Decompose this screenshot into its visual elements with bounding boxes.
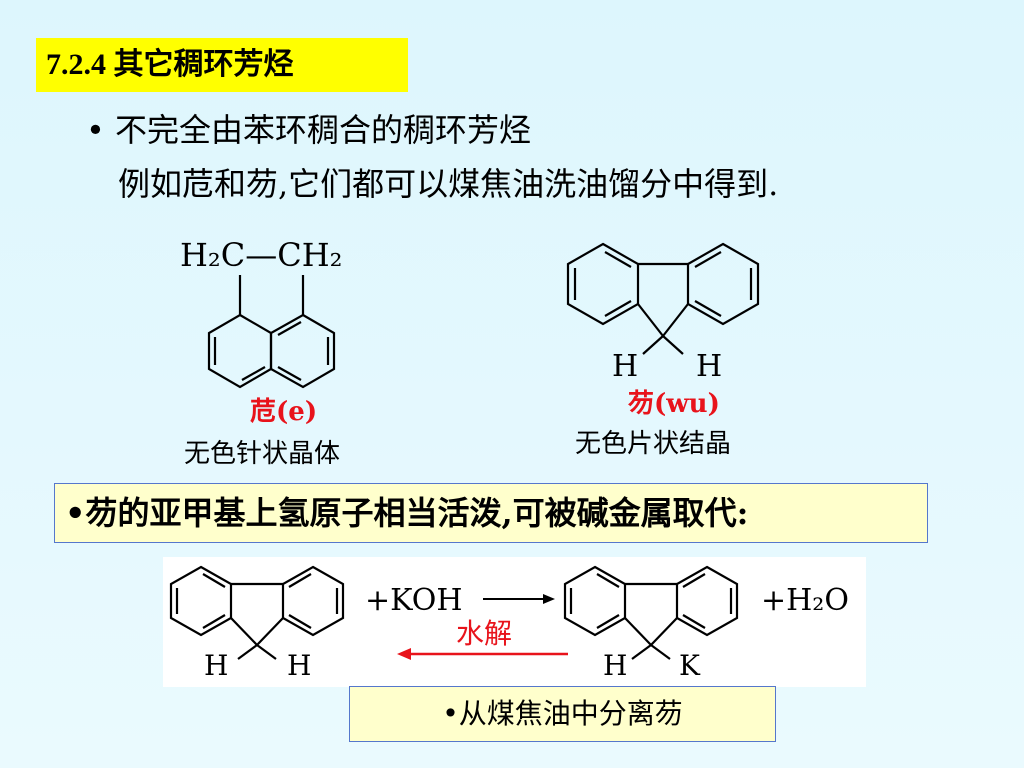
byproduct-water: +H₂O [761, 583, 849, 618]
bullet-line: • 不完全由苯环稠合的稠环芳烃 [86, 111, 532, 149]
fluorene-structure: H H [566, 242, 760, 384]
hydrolysis-label: 水解 [456, 617, 512, 650]
reactant-h-right: H [287, 649, 311, 682]
reaction-diagram: H H +KOH 水解 H K +H₂O [169, 565, 849, 682]
acenaphthene-ch2-label: H₂C—CH₂ [180, 236, 342, 274]
forward-arrow [483, 594, 555, 604]
note-box: •芴的亚甲基上氢原子相当活泼,可被碱金属取代: [54, 483, 928, 543]
acenaphthene-desc: 无色针状晶体 [184, 439, 341, 469]
fluorene-desc: 无色片状结晶 [575, 429, 732, 459]
reagent-koh: +KOH [365, 583, 463, 618]
section-title: 7.2.4 其它稠环芳烃 [36, 38, 408, 92]
acenaphthene-name: 苊(e) [250, 397, 318, 427]
fluorene-h-right: H [696, 349, 722, 384]
reverse-arrow [397, 648, 568, 660]
acenaphthene-structure: H₂C—CH₂ [180, 236, 342, 389]
bottom-note-box: •从煤焦油中分离芴 [349, 686, 776, 742]
product-k: K [679, 649, 701, 682]
bullet-subline: 例如苊和芴,它们都可以煤焦油洗油馏分中得到. [118, 165, 779, 203]
product-h: H [603, 649, 627, 682]
fluorene-name: 芴(wu) [628, 389, 720, 419]
fluorene-h-left: H [612, 349, 638, 384]
reactant-h-left: H [204, 649, 228, 682]
